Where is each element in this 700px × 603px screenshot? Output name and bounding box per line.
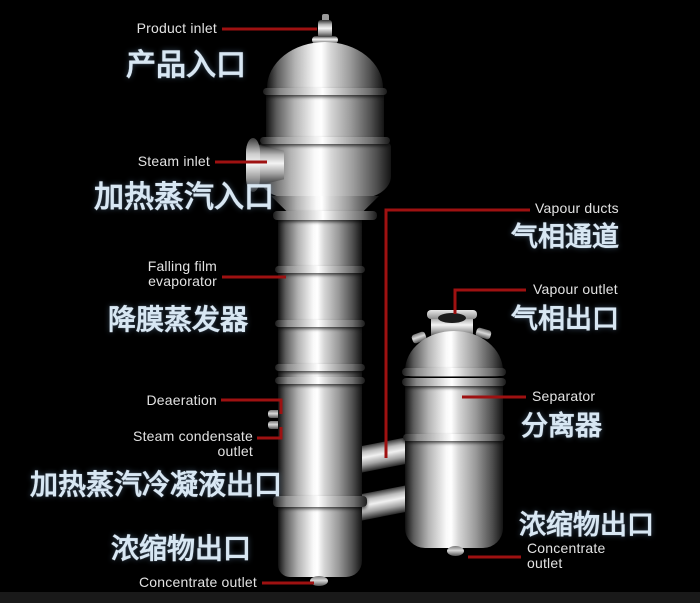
separator-body (405, 384, 503, 548)
vapour-ducts-label-en: Vapour ducts (535, 200, 619, 216)
column-ring-2 (275, 320, 365, 327)
concentrate-right-line1: Concentrate (527, 540, 606, 556)
leader-vapour-ducts (384, 208, 530, 458)
column-drain-nozzle (310, 576, 328, 586)
steam-condensate-line1: Steam condensate (133, 428, 253, 444)
concentrate-right-line2: outlet (527, 555, 563, 571)
concentrate-outlet-right-label-zh: 浓缩物出口 (519, 510, 654, 540)
evaporator-shoulder-seam (260, 137, 390, 144)
separator-label-en: Separator (532, 388, 596, 404)
steam-condensate-line2: outlet (217, 443, 253, 459)
concentrate-outlet-left-label-zh: 浓缩物出口 (111, 533, 252, 564)
steam-condensate-outlet-label-en: Steam condensate outlet (100, 429, 253, 459)
vapour-outlet-label-zh: 气相出口 (511, 304, 619, 334)
deaeration-port (268, 410, 281, 418)
concentrate-outlet-left-label-en: Concentrate outlet (138, 574, 257, 590)
evaporator-cone (271, 196, 379, 214)
product-inlet-nozzle (318, 20, 332, 38)
falling-film-evaporator-line1: Falling film (147, 258, 217, 274)
steam-condensate-port (268, 421, 281, 429)
product-inlet-label-zh: 产品入口 (126, 49, 246, 82)
steam-inlet-label-zh: 加热蒸汽入口 (94, 181, 274, 214)
separator-ring-2 (402, 378, 506, 386)
falling-film-evaporator-label-en: Falling film evaporator (100, 259, 217, 289)
bottom-bar (0, 592, 700, 603)
evaporator-head-seam (263, 88, 387, 95)
product-inlet-label-en: Product inlet (136, 20, 217, 36)
vapour-outlet-bore (438, 313, 466, 323)
falling-film-evaporator-line2: evaporator (148, 273, 217, 289)
steam-inlet-label-en: Steam inlet (137, 153, 210, 169)
column-ring-1 (275, 266, 365, 273)
steam-inlet-pipe (256, 144, 284, 186)
steam-inlet-flange (246, 138, 260, 192)
leader-vapour-outlet (453, 288, 526, 314)
vapour-outlet-label-en: Vapour outlet (533, 281, 618, 297)
leader-deaeration (221, 398, 283, 414)
product-inlet-valve (322, 14, 329, 22)
separator-ring-3 (403, 434, 505, 441)
concentrate-outlet-right-label-en: Concentrate outlet (527, 541, 605, 571)
evaporator-neck-flange (273, 211, 377, 220)
column-ring-5 (273, 496, 367, 507)
leader-steam-condensate-outlet (257, 427, 283, 440)
falling-film-evaporator-label-zh: 降膜蒸发器 (108, 304, 249, 335)
evaporator-head-cylinder (266, 92, 384, 142)
evaporator-column (278, 219, 362, 577)
deaeration-label-en: Deaeration (146, 392, 217, 408)
separator-label-zh: 分离器 (521, 411, 602, 441)
separator-drain-nozzle (447, 546, 464, 556)
steam-condensate-outlet-label-zh: 加热蒸汽冷凝液出口 (30, 469, 283, 500)
product-inlet-flange (312, 36, 338, 44)
column-ring-4 (275, 377, 365, 384)
separator-ring-1 (402, 368, 506, 376)
column-ring-3 (275, 364, 365, 371)
vapour-ducts-label-zh: 气相通道 (511, 222, 619, 252)
